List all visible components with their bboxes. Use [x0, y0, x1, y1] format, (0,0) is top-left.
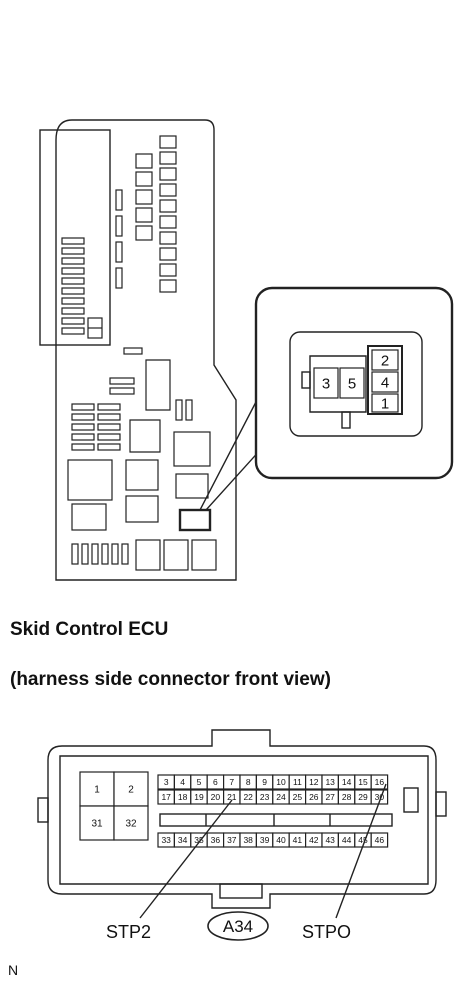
ecu-pin-24-label: 24: [276, 792, 286, 802]
ecu-pin-1-cell: [79, 771, 115, 807]
ecu-pin-16-cell: [370, 774, 389, 790]
ecu-pin-12-label: 12: [309, 777, 319, 787]
ecu-pin-22-label: 22: [243, 792, 253, 802]
inset-pin-5-cell: [339, 367, 365, 399]
connector-code-oval: [207, 911, 269, 941]
ecu-pin-13-label: 13: [325, 777, 335, 787]
ecu-pin-19-label: 19: [194, 792, 204, 802]
inset-pin-2-label: 2: [381, 352, 389, 369]
inset-pointer: [199, 397, 263, 511]
pin-leader-lines: [139, 783, 387, 919]
ecu-pin-21-label: 21: [227, 792, 237, 802]
ecu-pin-30-cell: [370, 789, 389, 805]
ecu-pin-9-label: 9: [262, 777, 267, 787]
inset-pin-1-label: 1: [381, 395, 389, 412]
ecu-pin-25-label: 25: [293, 792, 303, 802]
ecu-pin-43-label: 43: [325, 835, 335, 845]
ecu-pin-7-label: 7: [229, 777, 234, 787]
ecu-pin-row-3: 33 34 35 36 37 38 39 40 41 42 43 44 45 46: [157, 832, 389, 848]
label-stpo: STPO: [302, 922, 351, 942]
ecu-pin-30-label: 30: [375, 792, 385, 802]
caption-title: Skid Control ECU: [10, 619, 169, 640]
ecu-pin-14-label: 14: [342, 777, 352, 787]
ecu-pin-26-label: 26: [309, 792, 319, 802]
ecu-pin-42-label: 42: [309, 835, 319, 845]
ecu-pin-11-label: 11: [293, 777, 302, 787]
connector-code: A34: [223, 917, 253, 936]
ecu-pin-46-label: 46: [375, 835, 385, 845]
junction-block-details: [61, 135, 217, 571]
ecu-pin-32-cell: [113, 805, 149, 841]
inset-pin-3-cell: [313, 367, 339, 399]
ecu-pin-row-2: 17 18 19 20 21 22 23 24 25 26 27 28 29 30: [157, 789, 389, 805]
ecu-pin-15-label: 15: [358, 777, 368, 787]
ecu-pin-23-label: 23: [260, 792, 270, 802]
ecu-pin-46-cell: [370, 832, 389, 848]
ecu-pin-31-label: 31: [91, 819, 103, 830]
ecu-pin-36-label: 36: [211, 835, 221, 845]
ecu-pin-44-label: 44: [342, 835, 352, 845]
inset-pin-4-cell: [371, 371, 399, 393]
ecu-pin-35-label: 35: [194, 835, 204, 845]
ecu-pin-27-label: 27: [325, 792, 335, 802]
ecu-pin-28-label: 28: [342, 792, 352, 802]
ecu-pin-41-label: 41: [293, 835, 303, 845]
ecu-pin-2-label: 2: [128, 785, 134, 796]
ecu-pin-31-cell: [79, 805, 115, 841]
ecu-pin-10-label: 10: [276, 777, 286, 787]
ecu-pin-33-label: 33: [161, 835, 171, 845]
ecu-pin-16-label: 16: [375, 777, 385, 787]
ecu-pin-3-label: 3: [164, 777, 169, 787]
ecu-pin-32-label: 32: [125, 819, 137, 830]
ecu-pin-4-label: 4: [180, 777, 185, 787]
ecu-pin-6-label: 6: [213, 777, 218, 787]
ecu-pin-17-label: 17: [161, 792, 171, 802]
footer-letter: N: [8, 962, 19, 978]
inset-pin-1-cell: [371, 393, 399, 413]
inset-pin-3-label: 3: [322, 375, 330, 392]
ecu-pin-5-label: 5: [197, 777, 202, 787]
ecu-pin-20-label: 20: [211, 792, 221, 802]
ecu-pin-8-label: 8: [246, 777, 251, 787]
junction-block-outline: [39, 119, 237, 581]
inset-pin-5-label: 5: [348, 375, 356, 392]
ecu-pin-29-label: 29: [358, 792, 368, 802]
ecu-large-pins: 1 2 31 32: [79, 771, 149, 841]
inset-pin-cells: 3 5 2 4 1: [313, 349, 399, 413]
ecu-pin-row-1: 3 4 5 6 7 8 9 10 11 12 13 14 15 16: [157, 774, 389, 790]
ecu-pin-39-label: 39: [260, 835, 270, 845]
ecu-pin-40-label: 40: [276, 835, 286, 845]
caption-subtitle: (harness side connector front view): [10, 669, 331, 690]
ecu-connector-outline: [37, 729, 447, 909]
ecu-pin-18-label: 18: [178, 792, 188, 802]
inset-pin-2-cell: [371, 349, 399, 371]
label-stp2: STP2: [106, 922, 151, 942]
inset-pin-4-label: 4: [381, 374, 389, 391]
ecu-pin-37-label: 37: [227, 835, 237, 845]
ecu-pin-1-label: 1: [94, 785, 100, 796]
ecu-pin-38-label: 38: [243, 835, 253, 845]
ecu-pin-45-label: 45: [358, 835, 368, 845]
ecu-pin-34-label: 34: [178, 835, 188, 845]
